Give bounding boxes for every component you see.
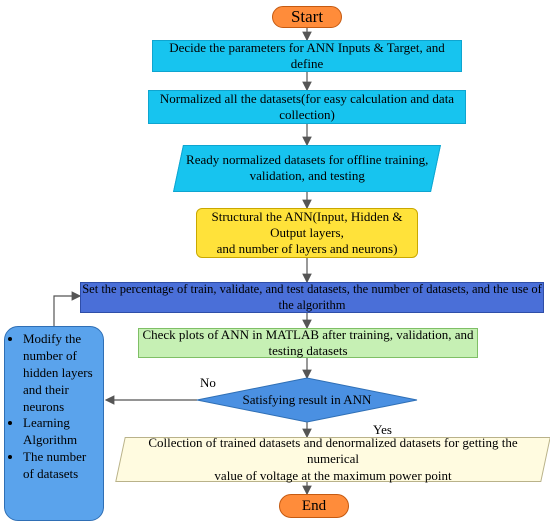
start-label: Start xyxy=(290,7,324,27)
decision-label-wrap: Satisfying result in ANN xyxy=(227,391,387,409)
collection-box: Collection of trained datasets and denor… xyxy=(115,435,550,483)
set-percentage-label: Set the percentage of train, validate, a… xyxy=(82,281,542,312)
side-item-learning-algorithm: Learning Algorithm xyxy=(23,415,99,449)
decision-diamond xyxy=(196,377,418,423)
check-plots-box: Check plots of ANN in MATLAB after train… xyxy=(138,326,478,358)
decision-label: Satisfying result in ANN xyxy=(242,391,372,407)
yes-label: Yes xyxy=(373,422,392,437)
check-plots-label: Check plots of ANN in MATLAB after train… xyxy=(142,326,474,358)
modification-box: Modify the number of hidden layers and t… xyxy=(4,326,104,521)
normalize-datasets-box: Normalized all the datasets(for easy cal… xyxy=(148,90,466,124)
side-item-hidden-layers: Modify the number of hidden layers and t… xyxy=(23,331,99,415)
normalize-datasets-label: Normalized all the datasets(for easy cal… xyxy=(159,90,455,122)
structural-ann-line1: Structural the ANN(Input, Hidden & Outpu… xyxy=(211,208,403,240)
ready-datasets-box: Ready normalized datasets for offline tr… xyxy=(173,145,441,192)
end-label: End xyxy=(301,497,327,514)
define-parameters-label: Decide the parameters for ANN Inputs & T… xyxy=(169,39,445,71)
define-parameters-box: Decide the parameters for ANN Inputs & T… xyxy=(152,40,462,72)
structural-ann-line2: and number of layers and neurons) xyxy=(216,241,398,257)
no-label: No xyxy=(200,375,216,390)
collection-line2: value of voltage at the maximum power po… xyxy=(214,467,452,483)
ready-datasets-line2: validation, and testing xyxy=(249,168,365,184)
arrow-loop-back xyxy=(53,291,82,326)
set-percentage-box: Set the percentage of train, validate, a… xyxy=(80,282,544,313)
side-item-number-of-datasets: The number of datasets xyxy=(23,449,99,483)
structural-ann-box: Structural the ANN(Input, Hidden & Outpu… xyxy=(196,208,418,258)
ready-datasets-line1: Ready normalized datasets for offline tr… xyxy=(185,152,429,168)
start-terminal: Start xyxy=(272,6,342,28)
collection-line1: Collection of trained datasets and denor… xyxy=(148,435,518,467)
end-terminal: End xyxy=(279,494,349,518)
